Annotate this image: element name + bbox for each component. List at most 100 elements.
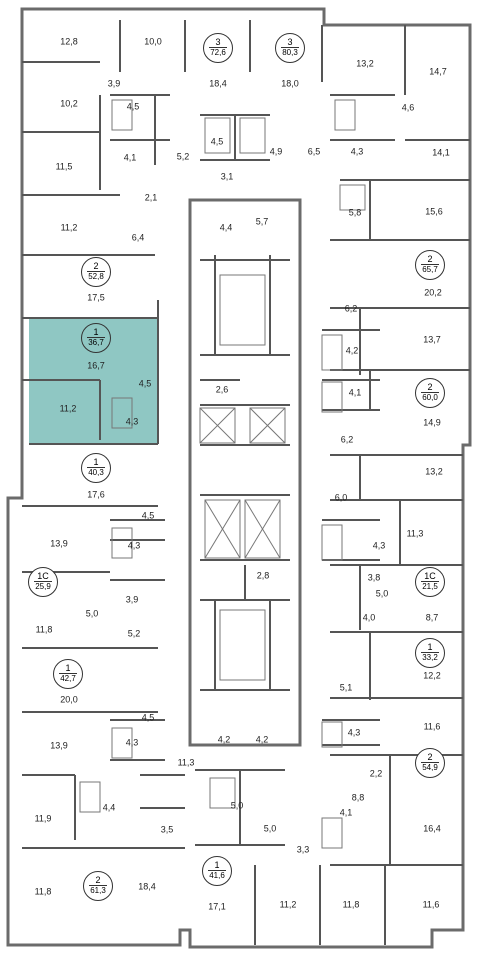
room-area-label: 4,0 — [362, 612, 376, 623]
room-area-label: 5,0 — [85, 608, 99, 619]
room-area-label: 4,5 — [138, 378, 152, 389]
room-area-label: 11,8 — [342, 899, 360, 910]
elevator-cross — [199, 407, 236, 444]
room-area-label: 3,5 — [160, 824, 174, 835]
room-area-label: 8,7 — [425, 612, 439, 623]
fixture — [249, 407, 286, 444]
fixture — [204, 117, 231, 154]
apartment-rooms: 2 — [89, 872, 107, 886]
room-area-label: 5,0 — [230, 800, 244, 811]
apartment-rooms: 3 — [281, 34, 299, 48]
apartment-area: 36,7 — [88, 338, 104, 347]
fixture — [321, 721, 343, 748]
elevator-cross — [244, 499, 281, 559]
room-area-label: 5,0 — [375, 588, 389, 599]
room-area-label: 2,1 — [144, 192, 158, 203]
room-area-label: 5,2 — [176, 151, 190, 162]
room-area-label: 11,2 — [60, 222, 78, 233]
room-area-label: 12,8 — [60, 36, 78, 47]
room-area-label: 4,6 — [401, 102, 415, 113]
fixtures — [79, 99, 366, 849]
apartment-area: 41,6 — [209, 871, 225, 880]
room-area-label: 3,8 — [367, 572, 381, 583]
room-area-label: 4,2 — [217, 734, 231, 745]
room-area-label: 5,2 — [127, 628, 141, 639]
room-area-label: 17,1 — [208, 901, 226, 912]
fixture — [209, 777, 236, 809]
apartment-area: 72,6 — [210, 48, 226, 57]
fixture — [111, 527, 133, 559]
apartment-area: 42,7 — [60, 674, 76, 683]
room-area-label: 14,1 — [432, 147, 450, 158]
elevator-cross — [249, 407, 286, 444]
room-area-label: 20,0 — [60, 694, 78, 705]
fixture — [219, 274, 266, 346]
room-area-label: 11,2 — [279, 899, 297, 910]
room-area-label: 4,3 — [350, 146, 364, 157]
room-area-label: 4,3 — [127, 540, 141, 551]
room-area-label: 12,2 — [423, 670, 441, 681]
apartment-rooms: 3 — [209, 34, 227, 48]
room-area-label: 11,6 — [422, 899, 440, 910]
room-area-label: 11,2 — [59, 403, 77, 414]
room-area-label: 6,0 — [334, 492, 348, 503]
room-area-label: 2,8 — [256, 570, 270, 581]
room-area-label: 11,3 — [406, 528, 424, 539]
room-area-label: 4,4 — [219, 222, 233, 233]
room-area-label: 6,4 — [131, 232, 145, 243]
room-area-label: 3,1 — [220, 171, 234, 182]
room-area-label: 11,8 — [35, 624, 53, 635]
apartment-area: 52,8 — [88, 272, 104, 281]
room-area-label: 13,9 — [50, 538, 68, 549]
apartment-rooms: 2 — [87, 258, 105, 272]
room-area-label: 5,7 — [255, 216, 269, 227]
apartment-area: 65,7 — [422, 265, 438, 274]
fixture — [111, 727, 133, 759]
apartment-rooms: 1 — [87, 324, 105, 338]
room-area-label: 15,6 — [425, 206, 443, 217]
room-area-label: 11,3 — [177, 757, 195, 768]
room-area-label: 5,8 — [348, 207, 362, 218]
fixture — [321, 817, 343, 849]
room-area-label: 14,7 — [429, 66, 447, 77]
room-area-label: 4,1 — [123, 152, 137, 163]
room-area-label: 2,6 — [215, 384, 229, 395]
room-area-label: 13,2 — [356, 58, 374, 69]
room-area-label: 6,2 — [344, 303, 358, 314]
room-area-label: 16,7 — [87, 360, 105, 371]
room-area-label: 11,8 — [34, 886, 52, 897]
fixture — [219, 609, 266, 681]
room-area-label: 10,2 — [60, 98, 78, 109]
room-area-label: 11,5 — [55, 161, 73, 172]
apartment-rooms: 1С — [34, 568, 52, 582]
apartment-rooms: 1 — [59, 660, 77, 674]
apartment-area: 60,0 — [422, 393, 438, 402]
fixture — [321, 334, 343, 371]
apartment-rooms: 2 — [421, 749, 439, 763]
room-area-label: 4,5 — [210, 136, 224, 147]
apartment-area: 33,2 — [422, 653, 438, 662]
room-area-label: 4,3 — [347, 727, 361, 738]
room-area-label: 17,5 — [87, 292, 105, 303]
room-area-label: 4,3 — [125, 416, 139, 427]
room-area-label: 4,9 — [269, 146, 283, 157]
room-area-label: 2,2 — [369, 768, 383, 779]
room-area-label: 13,7 — [423, 334, 441, 345]
fixture — [199, 407, 236, 444]
fixture — [334, 99, 356, 131]
